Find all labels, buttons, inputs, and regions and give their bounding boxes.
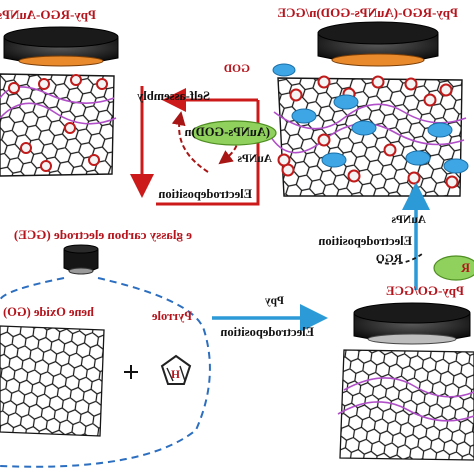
- graphene-oxide-label: hene Oxide (GO): [3, 305, 94, 319]
- rgo-label: RGO: [375, 253, 402, 265]
- electrodeposition-top-label: Electrodeposition: [158, 187, 252, 201]
- rgo-dashed-arrow: [377, 253, 423, 265]
- god-legend-label: GOD: [223, 63, 250, 75]
- electrode-top-intermediate: [3, 26, 119, 67]
- final-electrode-title: Ppy-RGO-(AuNPs-GOD)n/GCE: [277, 5, 458, 20]
- bare-gce: [63, 244, 99, 275]
- god-enzymes-top-final: [291, 94, 469, 174]
- electrode-top-final: [317, 21, 439, 67]
- aunp-particles-top-intermediate: [8, 74, 108, 172]
- electrode-ppy-go: [353, 302, 471, 345]
- ppy-label: Ppy: [264, 295, 284, 307]
- bare-gce-title: e glassy carbon electrode (GCE): [13, 227, 192, 242]
- graphene-sheet-ppy-go: [337, 349, 474, 461]
- graphene-oxide-sheet: [0, 325, 105, 437]
- aunps-legend-label: AuNPs: [237, 153, 272, 165]
- dashed-bubble: [0, 277, 211, 468]
- god-legend-icon: [272, 63, 296, 77]
- aunps-side-label: AuNPs: [391, 214, 426, 226]
- ppy-go-gce-title: Ppy-GO/GCE: [385, 283, 464, 298]
- aunps-green-bubble: [433, 255, 474, 281]
- green-bubble-letter: R: [460, 261, 470, 275]
- plus-sign: [124, 365, 138, 379]
- self-assembly-label: Self-assembly: [137, 89, 210, 103]
- electrodeposition-right-label: Electrodeposition: [318, 234, 412, 248]
- aunps-legend-icon: [277, 153, 291, 167]
- electrodeposition-middle-label: Electrodeposition: [220, 325, 314, 339]
- aunp-particles-top-final: [281, 75, 459, 189]
- pyrrole-nh-label: H: [171, 369, 180, 381]
- aunps-god-complex: [191, 120, 277, 146]
- aunps-god-label: (AuNPs-GOD)n: [184, 125, 270, 139]
- pyrrole-molecule: [160, 354, 192, 385]
- intermediate-electrode-title: Ppy-RGO-AuNPs/GCE: [0, 7, 96, 22]
- pyrrole-label: Pyrrole: [151, 309, 192, 323]
